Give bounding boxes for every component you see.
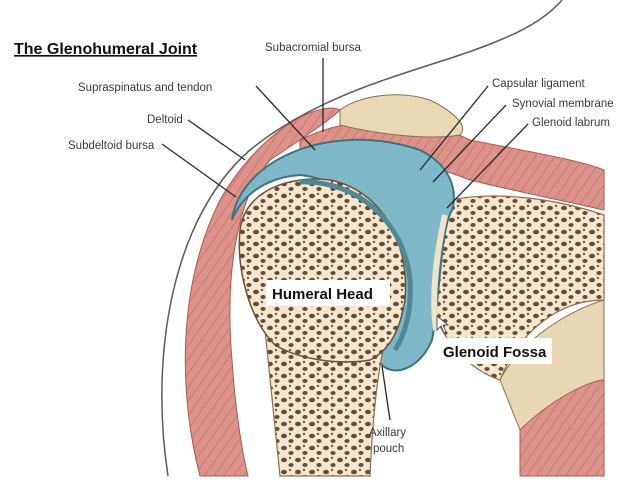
humeral-head-bone: [238, 178, 407, 363]
leader-capsular: [419, 85, 489, 171]
label-subdeltoid-bursa: Subdeltoid bursa: [68, 140, 155, 152]
humerus-shaft: [264, 329, 386, 477]
diagram-title: The Glenohumeral Joint: [14, 41, 198, 58]
cursor-icon: [436, 315, 450, 334]
label-axillary-pouch-line1: Axillary: [369, 427, 406, 439]
glenoid-cartilage: [431, 214, 448, 331]
label-glenoid-labrum: Glenoid labrum: [532, 117, 610, 129]
leader-glenoid-labrum: [446, 123, 529, 209]
label-glenoid-fossa: Glenoid Fossa: [443, 344, 547, 361]
articular-cartilage: [299, 179, 413, 352]
label-supraspinatus: Supraspinatus and tendon: [78, 82, 212, 94]
label-deltoid: Deltoid: [147, 114, 183, 126]
acromion: [339, 94, 463, 138]
leader-axillary: [381, 365, 391, 421]
label-synovial-membrane: Synovial membrane: [512, 98, 614, 110]
deltoid-muscle: [184, 107, 341, 477]
leader-supraspinatus: [255, 85, 316, 151]
skin-outline: [161, 0, 563, 477]
label-subacromial-bursa: Subacromial bursa: [265, 42, 361, 54]
glenoid-fossa-label-bg: [436, 338, 552, 364]
leader-subdeltoid: [161, 143, 237, 198]
label-humeral-head: Humeral Head: [272, 286, 373, 303]
leader-synovial: [432, 104, 507, 183]
label-capsular-ligament: Capsular ligament: [492, 78, 585, 90]
title-bg: [10, 35, 220, 59]
leader-deltoid: [187, 119, 246, 161]
subscapular-muscle: [519, 379, 605, 477]
label-axillary-pouch-line2: pouch: [373, 443, 404, 455]
humeral-head-label-bg: [266, 280, 390, 306]
